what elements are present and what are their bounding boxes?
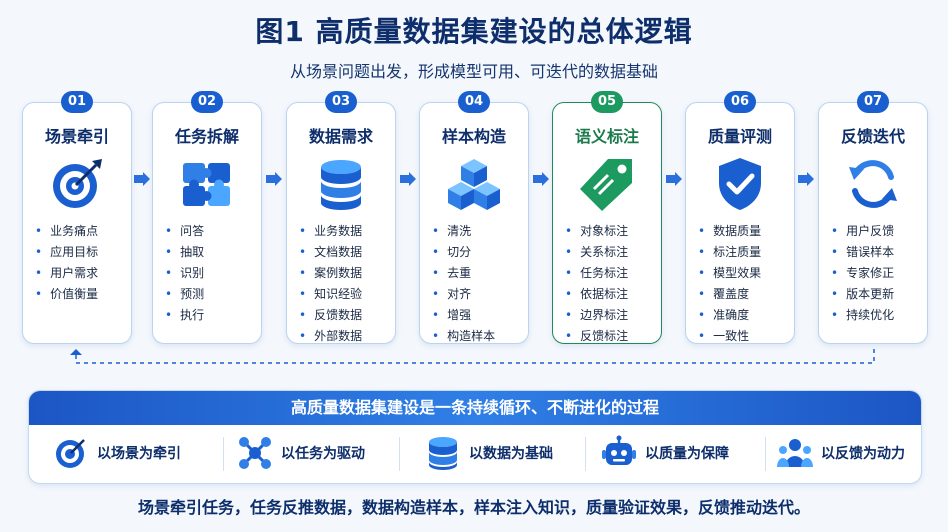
list-item: 模型效果: [698, 263, 761, 284]
step-number: 03: [325, 91, 357, 113]
step-title: 反馈迭代: [840, 127, 905, 146]
list-item: 去重: [432, 263, 495, 284]
cycle-banner: 高质量数据集建设是一条持续循环、不断进化的过程: [29, 391, 921, 425]
list-item: 应用目标: [35, 242, 98, 263]
list-item: 任务标注: [565, 263, 628, 284]
list-item: 反馈标注: [565, 326, 628, 347]
list-item: 版本更新: [831, 284, 894, 305]
principles-panel: 高质量数据集建设是一条持续循环、不断进化的过程 以场景为牵引 以任务为驱动 以数…: [28, 390, 922, 484]
list-item: 错误样本: [831, 242, 894, 263]
list-item: 外部数据: [299, 326, 362, 347]
arrow-right-icon: [798, 172, 814, 186]
list-item: 覆盖度: [698, 284, 761, 305]
list-item: 识别: [165, 263, 204, 284]
list-item: 案例数据: [299, 263, 362, 284]
divider: [585, 437, 586, 471]
divider: [399, 437, 400, 471]
principle-task: 以任务为驱动: [237, 427, 365, 479]
step-card-sample: 04 样本构造 清洗 切分 去重 对齐 增强 构造样本: [419, 91, 529, 347]
list-item: 对象标注: [565, 221, 628, 242]
list-item: 业务痛点: [35, 221, 98, 242]
list-item: 构造样本: [432, 326, 495, 347]
arrow-right-icon: [533, 172, 549, 186]
step-number: 06: [724, 91, 756, 113]
puzzle-icon: [183, 163, 230, 206]
step-title: 样本构造: [441, 127, 506, 146]
principle-feedback: 以反馈为动力: [777, 427, 905, 479]
list-item: 切分: [432, 242, 495, 263]
step-card-feedback: 07 反馈迭代 用户反馈 错误样本 专家修正 版本更新 持续优化: [818, 91, 928, 344]
step-card-quality: 06 质量评测 数据质量 标注质量 模型效果 覆盖度 准确度 一致性: [685, 91, 795, 347]
list-item: 知识经验: [299, 284, 362, 305]
list-item: 数据质量: [698, 221, 761, 242]
list-item: 执行: [165, 305, 204, 326]
list-item: 增强: [432, 305, 495, 326]
step-card-annotation: 05 语义标注 对象标注 关系标注 任务标注 依据标注 边界标注 反馈标注: [552, 91, 662, 347]
shield-check-icon: [719, 158, 761, 210]
list-item: 关系标注: [565, 242, 628, 263]
list-item: 用户需求: [35, 263, 98, 284]
cubes-icon: [448, 159, 500, 210]
list-item: 依据标注: [565, 284, 628, 305]
principle-label: 以质量为保障: [645, 446, 729, 462]
principle-label: 以数据为基础: [469, 446, 553, 462]
step-card-data: 03 数据需求 业务数据 文档数据 案例数据 知识经验 反馈数据 外部数据: [286, 91, 396, 347]
step-card-scenario: 01 场景牵引 业务痛点 应用目标 用户需求 价值衡量: [22, 91, 132, 344]
feedback-loop-arrow: [70, 349, 875, 364]
robot-icon: [602, 435, 636, 465]
summary-footer: 场景牵引任务，任务反推数据，数据构造样本，样本注入知识，质量验证效果，反馈推动迭…: [137, 498, 810, 517]
principle-scenario: 以场景为牵引: [53, 427, 181, 479]
arrow-right-icon: [666, 172, 682, 186]
arrow-right-icon: [266, 172, 282, 186]
page-title: 图1 高质量数据集建设的总体逻辑: [255, 15, 693, 48]
refresh-icon: [849, 160, 897, 208]
target-icon: [53, 159, 102, 208]
list-item: 文档数据: [299, 242, 362, 263]
arrow-right-icon: [134, 172, 150, 186]
list-item: 预测: [165, 284, 204, 305]
list-item: 用户反馈: [831, 221, 894, 242]
step-title: 质量评测: [707, 127, 772, 146]
step-number: 01: [61, 91, 93, 113]
step-card-task: 02 任务拆解 问答 抽取 识别 预测 执行: [152, 91, 262, 344]
list-item: 一致性: [698, 326, 761, 347]
divider: [765, 437, 766, 471]
network-icon: [239, 437, 271, 469]
tag-icon: [580, 159, 632, 211]
list-item: 专家修正: [831, 263, 894, 284]
database-icon: [429, 437, 457, 470]
list-item: 清洗: [432, 221, 495, 242]
divider: [223, 437, 224, 471]
step-number: 02: [191, 91, 223, 113]
page-subtitle: 从场景问题出发，形成模型可用、可迭代的数据基础: [289, 62, 658, 81]
step-number: 05: [591, 91, 623, 113]
list-item: 边界标注: [565, 305, 628, 326]
list-item: 抽取: [165, 242, 204, 263]
list-item: 反馈数据: [299, 305, 362, 326]
principle-label: 以任务为驱动: [281, 446, 365, 462]
target-icon: [56, 439, 85, 468]
list-item: 标注质量: [698, 242, 761, 263]
list-item: 持续优化: [831, 305, 894, 326]
step-title: 场景牵引: [44, 127, 109, 146]
list-item: 业务数据: [299, 221, 362, 242]
list-item: 准确度: [698, 305, 761, 326]
step-title: 数据需求: [308, 127, 373, 146]
principle-data: 以数据为基础: [425, 427, 553, 479]
list-item: 问答: [165, 221, 204, 242]
arrow-right-icon: [400, 172, 416, 186]
list-item: 对齐: [432, 284, 495, 305]
people-icon: [777, 439, 813, 467]
step-title: 任务拆解: [174, 127, 239, 146]
principle-quality: 以质量为保障: [601, 427, 729, 479]
step-number: 07: [857, 91, 889, 113]
step-number: 04: [458, 91, 490, 113]
principle-label: 以反馈为动力: [821, 446, 905, 462]
step-title: 语义标注: [574, 127, 639, 146]
database-icon: [321, 160, 361, 210]
list-item: 价值衡量: [35, 284, 98, 305]
principle-label: 以场景为牵引: [97, 446, 181, 462]
